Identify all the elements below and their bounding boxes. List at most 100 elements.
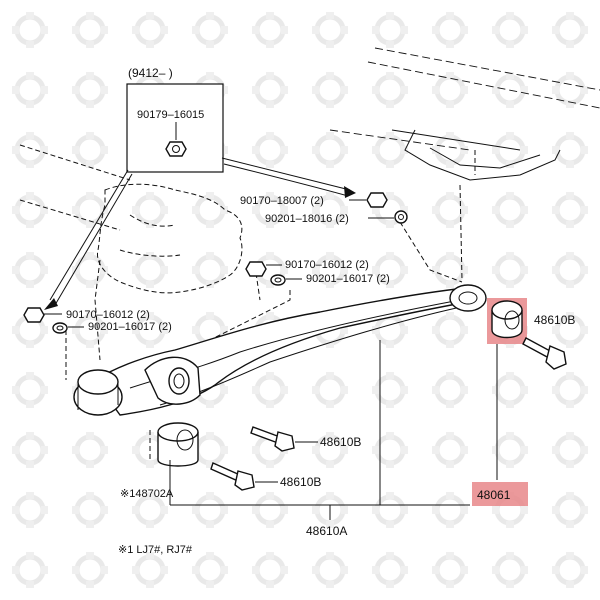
watermark-logo <box>432 132 468 168</box>
watermark-logo <box>252 132 288 168</box>
watermark-logo <box>432 552 468 588</box>
watermark-logo <box>132 252 168 288</box>
left-washer-icon <box>52 322 68 334</box>
watermark-logo <box>252 12 288 48</box>
watermark-logo <box>312 132 348 168</box>
watermark-logo <box>312 252 348 288</box>
assembly-bracket <box>169 340 470 520</box>
watermark-logo <box>192 192 228 228</box>
watermark-logo <box>312 372 348 408</box>
watermark-logo <box>552 312 588 348</box>
watermark-logo <box>72 192 108 228</box>
arm-right-eye <box>449 284 487 312</box>
watermark-logo <box>132 12 168 48</box>
watermark-logo <box>372 252 408 288</box>
watermark-logo <box>312 432 348 468</box>
watermark-logo <box>72 312 108 348</box>
watermark-logo <box>12 192 48 228</box>
mid-washer-icon <box>270 274 286 286</box>
watermark-logo <box>552 492 588 528</box>
bolt-right-label: 48610B <box>534 313 575 327</box>
watermark-logo <box>252 552 288 588</box>
bolt-center-label: 48610B <box>320 435 361 449</box>
watermark-logo <box>432 192 468 228</box>
watermark-logo <box>432 312 468 348</box>
watermark-logo <box>192 252 228 288</box>
bolt-right-icon <box>522 337 567 370</box>
watermark-logo <box>12 492 48 528</box>
watermark-logo <box>252 492 288 528</box>
watermark-logo <box>432 372 468 408</box>
watermark-logo <box>12 432 48 468</box>
watermark-logo <box>12 372 48 408</box>
watermark-logo <box>492 12 528 48</box>
watermark-logo <box>252 192 288 228</box>
bushing-left-label: ※148702A <box>120 488 174 500</box>
watermark-logo <box>372 132 408 168</box>
watermark-logo <box>192 12 228 48</box>
watermark-logo <box>132 492 168 528</box>
watermark-logo <box>72 552 108 588</box>
washer-upper-label: 90201–18016 (2) <box>265 213 349 225</box>
watermark-logo <box>372 72 408 108</box>
arm-assembly-label: 48610A <box>306 524 347 538</box>
watermark-logo <box>552 72 588 108</box>
watermark-logo <box>72 132 108 168</box>
watermark-logo <box>12 132 48 168</box>
watermark-logo <box>432 252 468 288</box>
watermark-logo <box>372 12 408 48</box>
watermark-logo <box>552 252 588 288</box>
watermark-logo <box>12 72 48 108</box>
watermark-logo <box>552 552 588 588</box>
watermark-logo <box>312 12 348 48</box>
watermark-logo <box>492 252 528 288</box>
bolt-lower-icon <box>210 462 255 491</box>
watermark-logo <box>72 72 108 108</box>
group-code-label: (9412– ) <box>128 66 173 80</box>
watermark-logo <box>72 12 108 48</box>
bushing-right-label-highlight <box>472 482 528 506</box>
inset-nut-icon <box>165 141 187 157</box>
watermark-logo <box>132 552 168 588</box>
watermark-logo <box>372 492 408 528</box>
watermark-logo <box>552 132 588 168</box>
bushing-right-label: 48061 <box>477 488 511 502</box>
bolt-lower-label: 48610B <box>280 475 321 489</box>
trailing-arm <box>73 284 487 416</box>
bushing-left-icon <box>157 422 199 467</box>
watermark-logo <box>432 72 468 108</box>
watermark-logo <box>312 192 348 228</box>
upper-washer-icon <box>394 210 408 224</box>
direction-arrows <box>44 157 356 310</box>
watermark-logo <box>432 12 468 48</box>
frame-outline <box>329 47 600 281</box>
watermark-logo <box>372 192 408 228</box>
watermark-logo <box>552 12 588 48</box>
watermark-logo <box>12 252 48 288</box>
watermark-logo <box>432 432 468 468</box>
bolt-center-icon <box>250 426 295 452</box>
arm-center-bracket <box>144 356 201 405</box>
watermark-logo <box>312 72 348 108</box>
watermark-logo <box>492 192 528 228</box>
inset-part-label: 90179–16015 <box>137 109 204 121</box>
watermark-logo <box>492 72 528 108</box>
upper-nut-icon <box>366 192 388 208</box>
watermark-logo <box>252 372 288 408</box>
watermark-logo <box>432 492 468 528</box>
nut-left-label: 90170–16012 (2) <box>66 309 150 321</box>
nut-upper-label: 90170–18007 (2) <box>240 195 324 207</box>
watermark-logo <box>552 192 588 228</box>
arm-left-eye <box>73 369 123 416</box>
watermark-logo <box>192 492 228 528</box>
watermark-logo <box>552 372 588 408</box>
watermark-logo <box>132 312 168 348</box>
watermark-logo <box>72 432 108 468</box>
washer-left-label: 90201–16017 (2) <box>88 321 172 333</box>
watermark-logo <box>312 552 348 588</box>
footnote-label: ※1 LJ7#, RJ7# <box>118 544 193 556</box>
watermark-logo <box>492 552 528 588</box>
watermark-logo <box>312 492 348 528</box>
inset-box: (9412– ) 90179–16015 <box>126 66 224 173</box>
watermark-logo <box>372 372 408 408</box>
